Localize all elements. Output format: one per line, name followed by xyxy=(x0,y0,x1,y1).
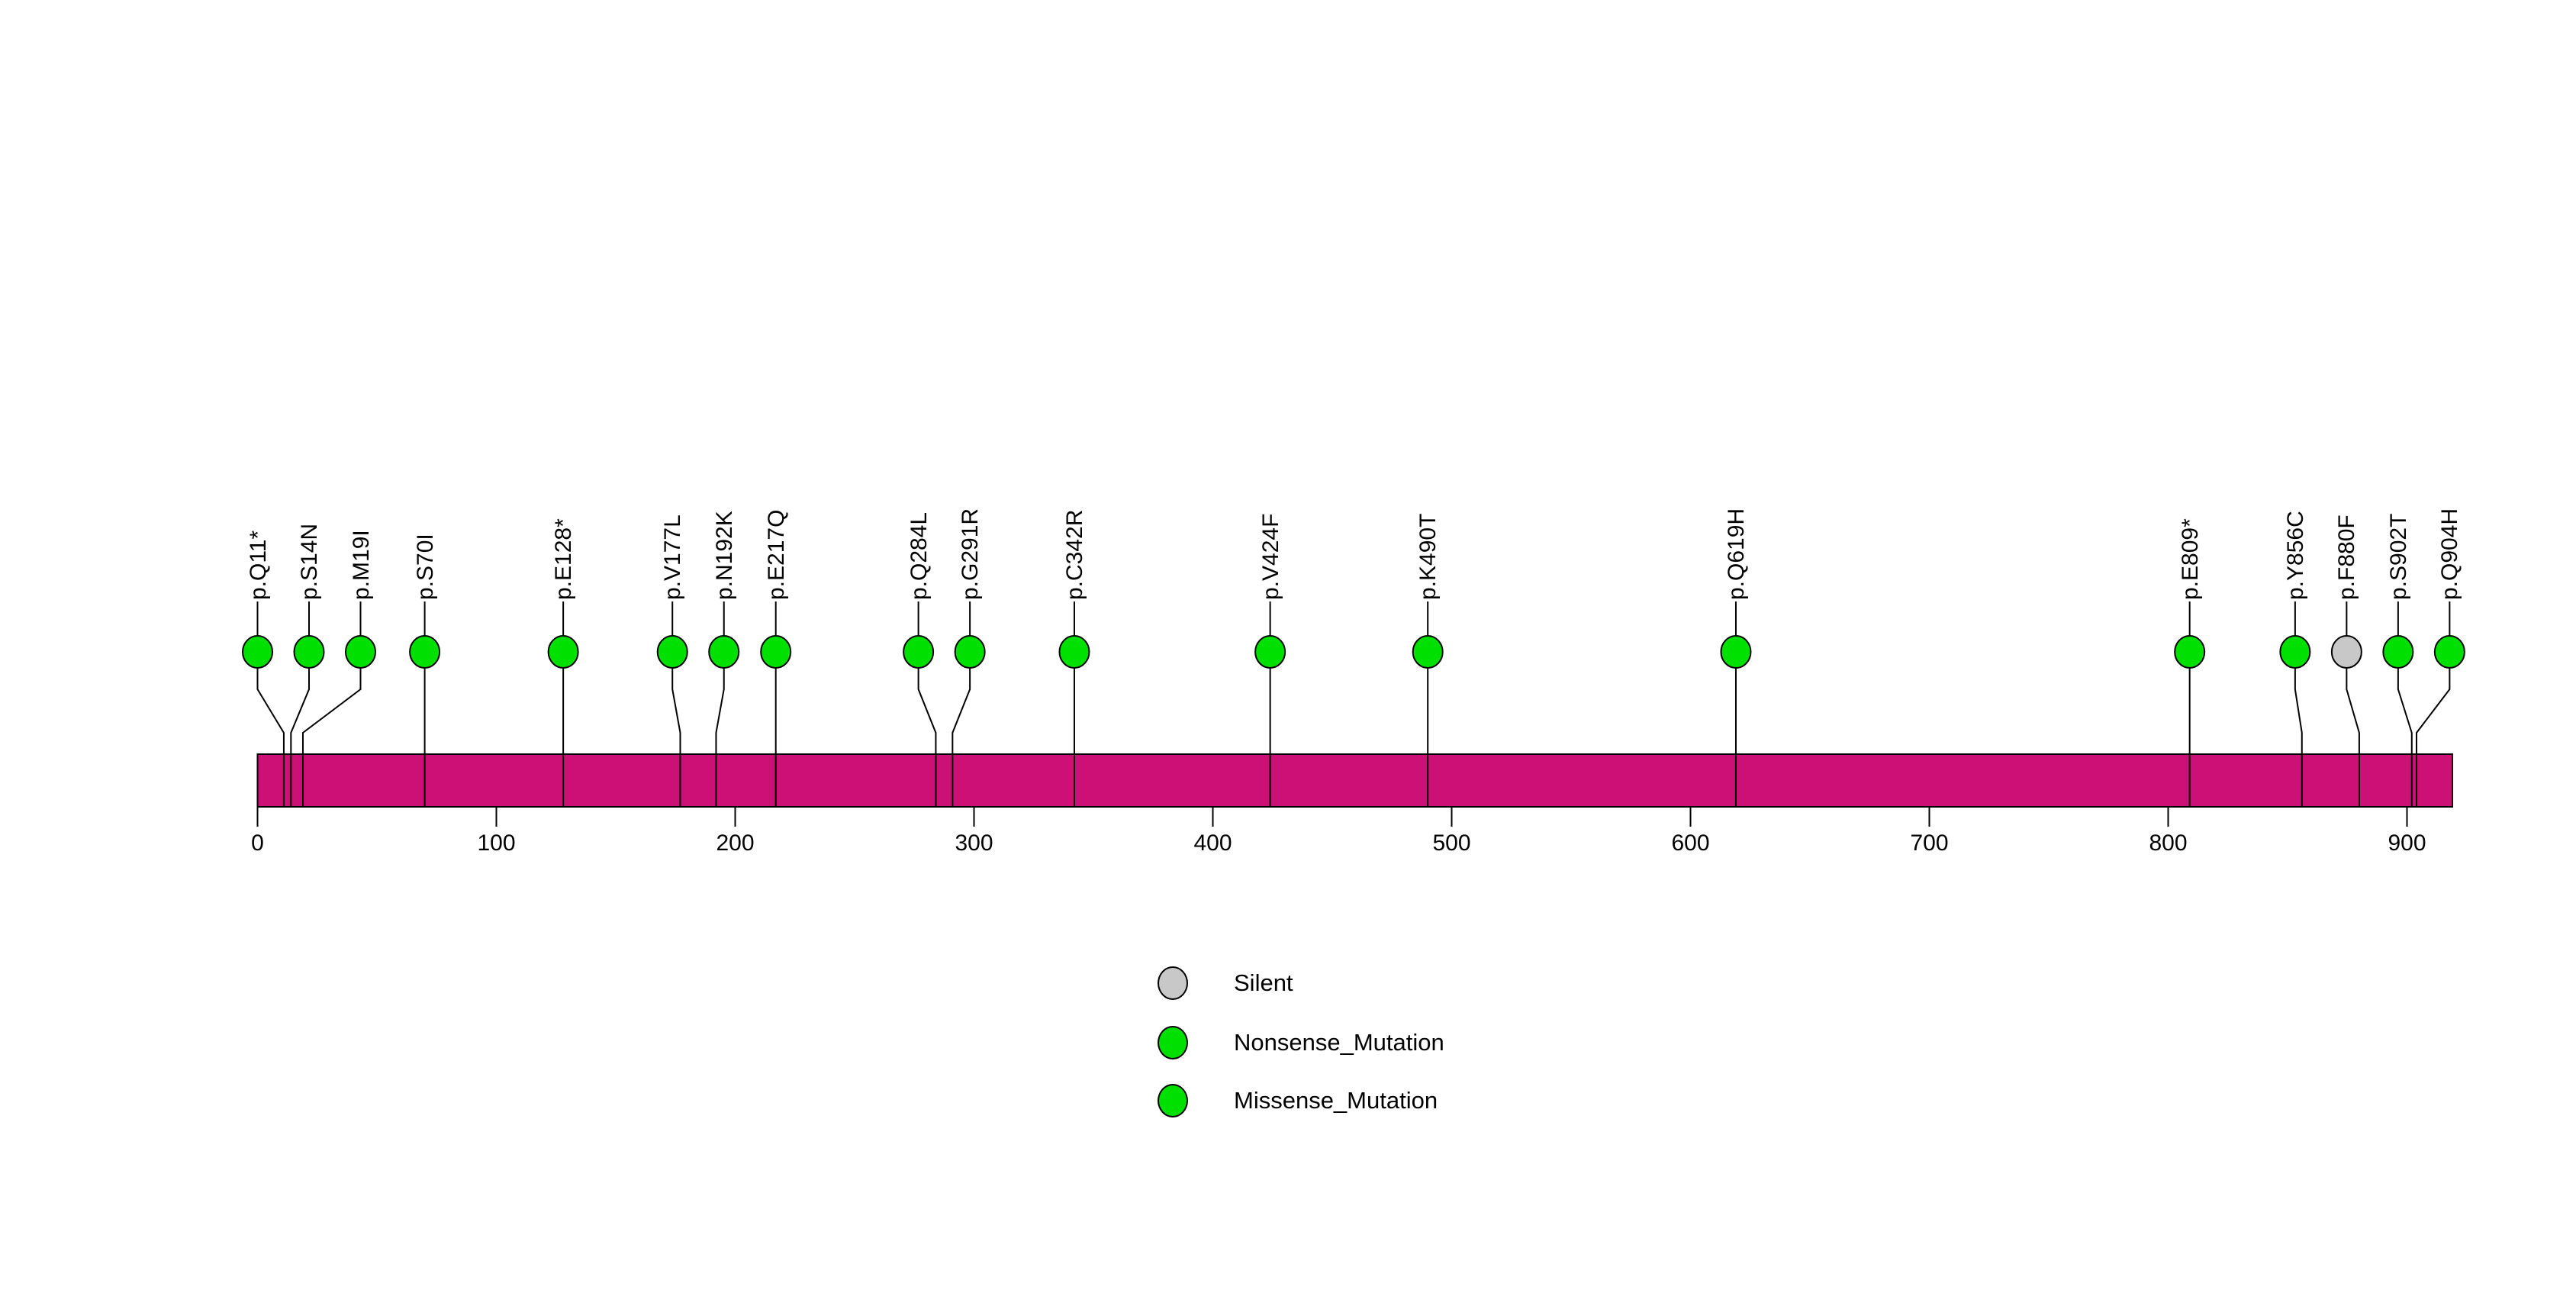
mutation-label: p.N192K xyxy=(711,511,737,600)
mutation-label: p.Q284L xyxy=(906,511,932,600)
lollipop-circle-silent xyxy=(2330,635,2362,669)
lollipop-circle-missense_mutation xyxy=(1254,635,1286,669)
mutation-label: p.Q11* xyxy=(245,530,271,600)
lollipop-circle-missense_mutation xyxy=(1058,635,1090,669)
mutation-label: p.E809* xyxy=(2177,518,2203,600)
lollipop-circle-missense_mutation xyxy=(2279,635,2311,669)
mutation-label: p.S902T xyxy=(2385,513,2411,600)
mutation-label: p.S70I xyxy=(412,534,438,600)
protein-bar xyxy=(256,753,2453,808)
axis-tick-label: 400 xyxy=(1193,830,1232,856)
mutation-label: p.M19I xyxy=(348,530,374,600)
legend-swatch-missense-icon xyxy=(1158,1084,1188,1117)
legend-label-silent: Silent xyxy=(1234,969,1293,996)
lollipop-circle-missense_mutation xyxy=(2433,635,2465,669)
mutation-label: p.C342R xyxy=(1061,509,1087,600)
lollipop-circle-missense_mutation xyxy=(1412,635,1444,669)
lollipop-circle-missense_mutation xyxy=(760,635,792,669)
mutation-label: p.F880F xyxy=(2334,514,2360,600)
lollipop-circle-missense_mutation xyxy=(656,635,688,669)
axis-tick-label: 600 xyxy=(1671,830,1710,856)
lollipop-circle-missense_mutation xyxy=(293,635,325,669)
mutation-label: p.V177L xyxy=(660,514,686,600)
mutation-label: p.Y856C xyxy=(2282,511,2308,600)
lollipop-circle-missense_mutation xyxy=(409,635,441,669)
lollipop-circle-missense_mutation xyxy=(954,635,986,669)
lollipop-circle-missense_mutation xyxy=(1720,635,1752,669)
axis-tick-label: 500 xyxy=(1432,830,1471,856)
axis-tick-label: 100 xyxy=(477,830,516,856)
axis-tick-label: 800 xyxy=(2149,830,2188,856)
mutation-label: p.E128* xyxy=(551,518,577,600)
legend-label-nonsense-mutation: Nonsense_Mutation xyxy=(1234,1029,1444,1056)
lollipop-circle-missense_mutation xyxy=(708,635,740,669)
legend-item-silent: Silent xyxy=(1158,965,1293,1001)
lollipop-circle-nonsense_mutation xyxy=(547,635,579,669)
mutation-label: p.S14N xyxy=(297,523,322,600)
legend-item-missense-mutation: Missense_Mutation xyxy=(1158,1082,1438,1119)
axis-tick-label: 0 xyxy=(251,830,264,856)
lollipop-circle-nonsense_mutation xyxy=(242,635,273,669)
legend-label-missense-mutation: Missense_Mutation xyxy=(1234,1087,1438,1114)
mutation-label: p.K490T xyxy=(1415,513,1441,600)
mutation-label: p.Q904H xyxy=(2437,508,2463,600)
lollipop-circle-nonsense_mutation xyxy=(2174,635,2206,669)
axis-tick-label: 900 xyxy=(2388,830,2426,856)
mutation-label: p.Q619H xyxy=(1723,508,1749,600)
lollipop-circle-missense_mutation xyxy=(903,635,935,669)
mutation-label: p.G291R xyxy=(958,508,984,600)
legend-swatch-nonsense-icon xyxy=(1158,1026,1188,1059)
legend-swatch-silent-icon xyxy=(1158,966,1188,1000)
legend-item-nonsense-mutation: Nonsense_Mutation xyxy=(1158,1024,1444,1061)
axis-tick-label: 700 xyxy=(1910,830,1949,856)
axis-tick-label: 300 xyxy=(955,830,993,856)
mutation-label: p.E217Q xyxy=(763,509,789,600)
lollipop-circle-missense_mutation xyxy=(345,635,376,669)
axis-tick-label: 200 xyxy=(716,830,755,856)
lollipop-circle-missense_mutation xyxy=(2382,635,2414,669)
mutation-label: p.V424F xyxy=(1257,513,1283,600)
